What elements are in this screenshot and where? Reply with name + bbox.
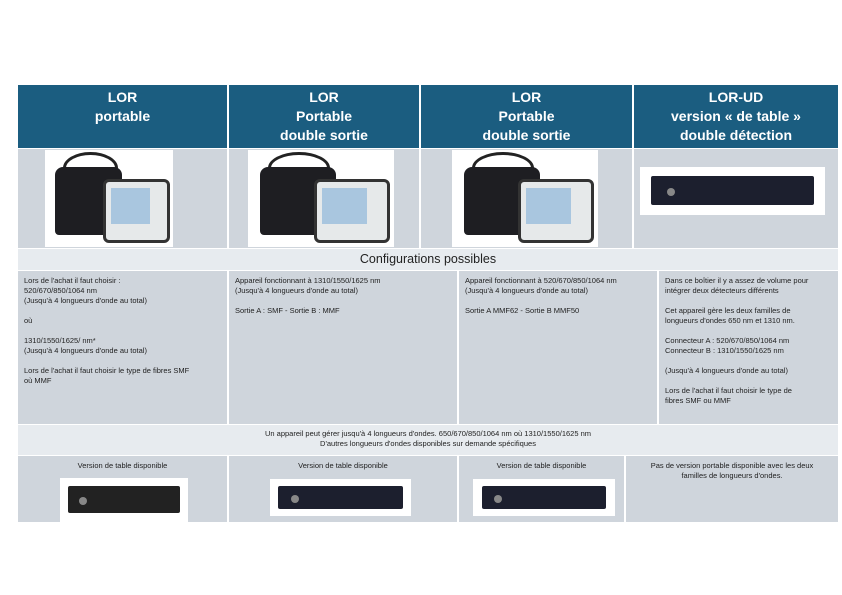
table-version-label: Version de table disponible — [496, 461, 587, 470]
table-device-image — [640, 167, 825, 215]
product-photo-cell — [421, 149, 632, 248]
portable-device-image — [452, 150, 598, 247]
portable-device-image — [248, 150, 394, 247]
product-photo-cell — [18, 149, 227, 248]
product-photo-cell — [634, 149, 838, 248]
config-text: Dans ce boîtier il y a assez de volume p… — [659, 271, 838, 424]
config-text: Appareil fonctionnant à 520/670/850/1064… — [459, 271, 657, 424]
header-lor-double-sortie-2: LOR Portable double sortie — [421, 85, 632, 148]
config-text: Appareil fonctionnant à 1310/1550/1625 n… — [229, 271, 457, 424]
section-title: Configurations possibles — [18, 249, 838, 270]
product-photo-cell — [229, 149, 419, 248]
table-version-cell: Version de table disponible — [229, 456, 457, 522]
header-lor-portable: LOR portable — [18, 85, 227, 148]
table-device-image — [270, 479, 411, 516]
header-lor-double-sortie-1: LOR Portable double sortie — [229, 85, 419, 148]
table-version-cell: Version de table disponible — [18, 456, 227, 522]
portable-device-image — [45, 150, 173, 247]
table-version-cell: Version de table disponible — [459, 456, 624, 522]
table-version-label: Version de table disponible — [298, 461, 388, 470]
header-lor-ud: LOR-UD version « de table » double détec… — [634, 85, 838, 148]
table-version-label: Version de table disponible — [77, 461, 168, 470]
table-device-image — [473, 479, 615, 516]
table-version-note: Pas de version portable disponible avec … — [626, 456, 838, 522]
wavelength-note: Un appareil peut gérer jusqu'à 4 longueu… — [18, 425, 838, 455]
table-device-image — [60, 478, 188, 522]
config-text: Lors de l'achat il faut choisir : 520/67… — [18, 271, 227, 424]
